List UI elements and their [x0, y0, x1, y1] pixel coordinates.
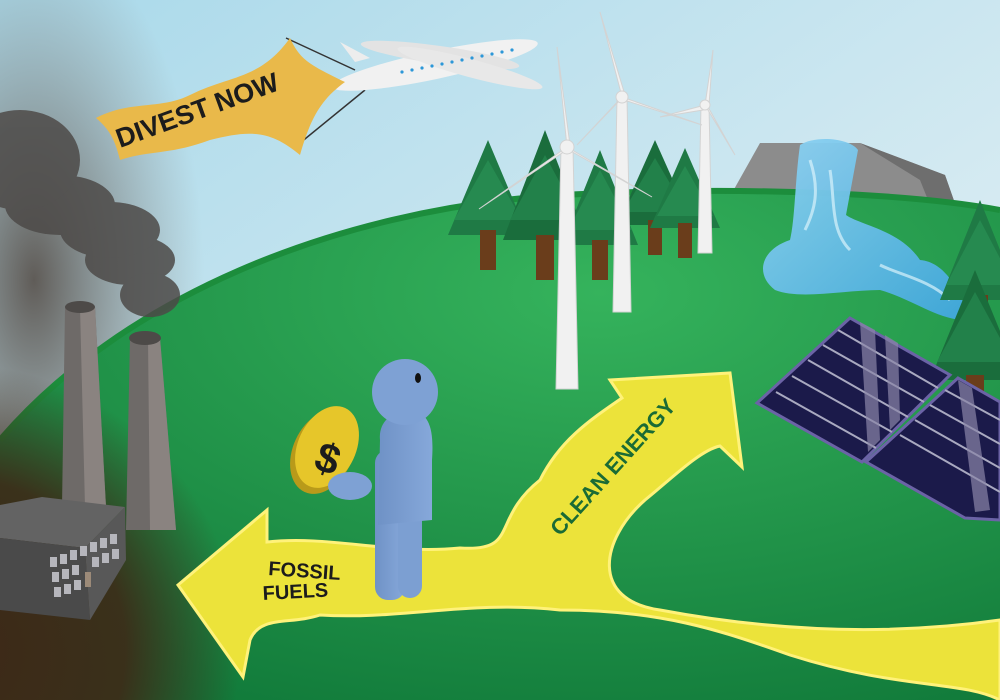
fork-path [175, 371, 1000, 700]
waterfall-river [763, 138, 970, 321]
wind-turbines [478, 11, 736, 390]
airplane [285, 37, 543, 144]
smokestacks [62, 301, 176, 530]
smoke [0, 110, 180, 317]
turbine-middle [576, 11, 703, 313]
person-head [372, 359, 438, 425]
turbine-back [659, 49, 736, 254]
turbine-front [478, 46, 653, 390]
person: $ [290, 359, 438, 600]
solar-panels [754, 316, 1000, 522]
person-eye [415, 373, 421, 383]
coin: $ [290, 406, 359, 494]
fossil-fuels-label-1: FOSSIL [268, 558, 342, 585]
factory [0, 497, 126, 620]
fossil-fuels-label-2: FUELS [262, 580, 329, 605]
